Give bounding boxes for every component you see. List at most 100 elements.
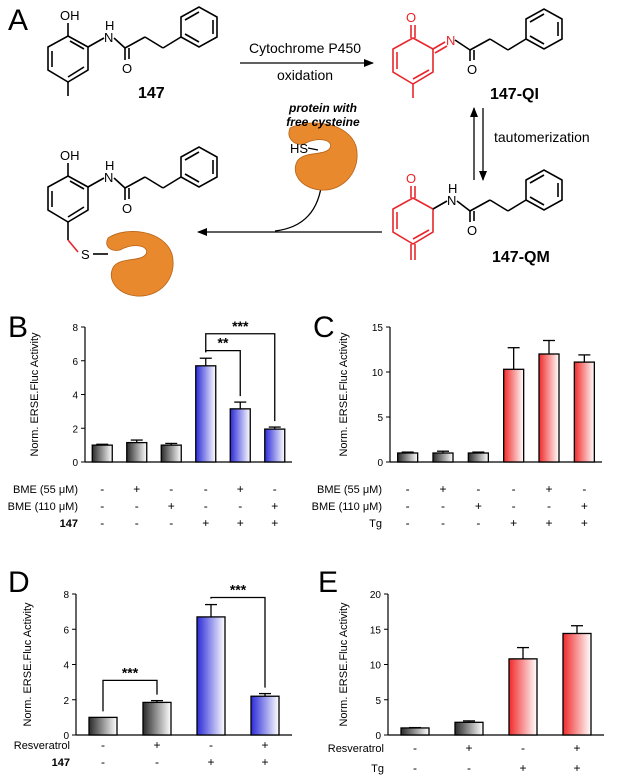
tautomerization-label: tautomerization bbox=[494, 129, 590, 145]
structure-adduct bbox=[47, 146, 218, 255]
y-tick-label: 15 bbox=[370, 625, 382, 636]
panel-d-label: D bbox=[8, 566, 30, 599]
condition-sign: - bbox=[476, 482, 480, 496]
o-label-147: O bbox=[122, 61, 132, 76]
condition-sign: + bbox=[271, 516, 278, 530]
y-tick-label: 4 bbox=[72, 391, 78, 402]
bar bbox=[573, 361, 595, 463]
condition-sign: - bbox=[512, 499, 516, 513]
condition-row-label: BME (110 μM) bbox=[312, 501, 382, 513]
condition-row-label: Resveratrol bbox=[14, 740, 70, 752]
compound-147-label: 147 bbox=[138, 85, 165, 102]
condition-sign: - bbox=[413, 741, 417, 755]
condition-sign: + bbox=[271, 499, 278, 513]
y-axis-label: Norm. ERSE.Fluc Activity bbox=[338, 332, 350, 457]
condition-sign: - bbox=[512, 482, 516, 496]
structure-147-qm bbox=[392, 169, 563, 260]
y-tick-label: 0 bbox=[63, 731, 69, 742]
s-label-adduct: S bbox=[81, 247, 90, 262]
bar bbox=[397, 452, 419, 463]
condition-sign: - bbox=[547, 499, 551, 513]
condition-sign: + bbox=[573, 741, 580, 755]
condition-sign: + bbox=[545, 516, 552, 530]
condition-sign: + bbox=[153, 738, 160, 752]
y-axis-label: Norm. ERSE.Fluc Activity bbox=[338, 602, 350, 727]
y-tick-label: 10 bbox=[372, 368, 384, 379]
condition-sign: + bbox=[545, 482, 552, 496]
panel-a-scheme: A OH N H O 147 Cytochrome P450 bbox=[8, 4, 590, 297]
bar bbox=[126, 441, 148, 463]
y-tick-label: 6 bbox=[63, 625, 69, 636]
condition-row-label: Tg bbox=[369, 518, 382, 530]
condition-sign: + bbox=[207, 755, 214, 769]
bar bbox=[432, 452, 454, 463]
significance-label: *** bbox=[230, 582, 247, 598]
protein-adduct-icon bbox=[106, 231, 174, 297]
condition-sign: - bbox=[100, 499, 104, 513]
condition-sign: - bbox=[582, 482, 586, 496]
condition-sign: - bbox=[101, 738, 105, 752]
compound-147-qm-label: 147-QM bbox=[492, 249, 550, 266]
condition-sign: - bbox=[273, 482, 277, 496]
y-tick-label: 10 bbox=[370, 661, 382, 672]
bar bbox=[195, 365, 217, 463]
bar bbox=[508, 658, 538, 736]
bar bbox=[250, 695, 280, 736]
condition-sign: + bbox=[237, 516, 244, 530]
y-tick-label: 5 bbox=[377, 413, 383, 424]
panel-b-label: B bbox=[8, 311, 28, 344]
condition-sign: - bbox=[100, 516, 104, 530]
condition-sign: - bbox=[204, 482, 208, 496]
bar bbox=[264, 428, 286, 463]
bar bbox=[160, 444, 182, 463]
compound-147-qi-label: 147-QI bbox=[490, 86, 539, 103]
o-label-qi-ring: O bbox=[406, 10, 416, 25]
condition-sign: - bbox=[406, 516, 410, 530]
bar bbox=[503, 368, 525, 463]
h-label-qm: H bbox=[448, 181, 457, 196]
condition-sign: + bbox=[202, 516, 209, 530]
bar bbox=[88, 716, 118, 736]
o-label-qm-amide: O bbox=[467, 223, 477, 238]
oxidation-arrow-label-top: Cytochrome P450 bbox=[249, 40, 361, 56]
hs-label: HS bbox=[290, 141, 308, 156]
oh-label-147: OH bbox=[60, 8, 80, 23]
condition-sign: + bbox=[519, 761, 526, 775]
y-tick-label: 0 bbox=[375, 731, 381, 742]
nh-label-147: N bbox=[104, 30, 113, 45]
y-tick-label: 0 bbox=[72, 458, 78, 469]
panel-c-label: C bbox=[313, 311, 335, 344]
panel-a-label: A bbox=[8, 4, 28, 37]
condition-sign: - bbox=[101, 755, 105, 769]
condition-sign: - bbox=[238, 499, 242, 513]
condition-sign: - bbox=[413, 761, 417, 775]
structure-147-qi bbox=[392, 8, 563, 98]
o-label-adduct: O bbox=[122, 201, 132, 216]
hs-bond bbox=[307, 147, 319, 151]
condition-sign: + bbox=[439, 482, 446, 496]
condition-sign: + bbox=[581, 516, 588, 530]
condition-sign: + bbox=[573, 761, 580, 775]
significance-bracket bbox=[210, 596, 266, 688]
significance-bracket bbox=[102, 679, 158, 712]
condition-sign: - bbox=[406, 499, 410, 513]
condition-sign: - bbox=[169, 516, 173, 530]
condition-sign: - bbox=[406, 482, 410, 496]
h-label-adduct: H bbox=[105, 158, 114, 173]
y-tick-label: 6 bbox=[72, 357, 78, 368]
condition-sign: + bbox=[475, 499, 482, 513]
condition-row-label: 147 bbox=[52, 757, 70, 769]
y-tick-label: 4 bbox=[63, 661, 69, 672]
bar bbox=[562, 632, 592, 736]
protein-label-line2: free cysteine bbox=[286, 115, 360, 129]
condition-sign: + bbox=[133, 482, 140, 496]
structure-147 bbox=[47, 6, 218, 96]
bar bbox=[538, 353, 560, 463]
condition-sign: - bbox=[209, 738, 213, 752]
condition-sign: - bbox=[100, 482, 104, 496]
